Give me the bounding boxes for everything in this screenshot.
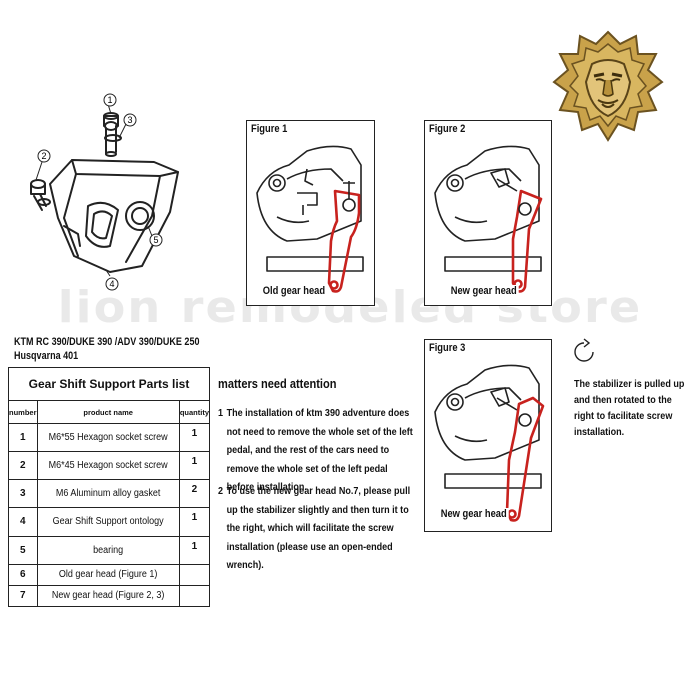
screw-2-drawing [30, 179, 51, 211]
parts-table-title-row: Gear Shift Support Parts list [8, 367, 210, 401]
row-number: 4 [8, 507, 38, 537]
parts-table-title: Gear Shift Support Parts list [8, 367, 210, 401]
row-quantity: 1 [178, 422, 211, 453]
figure-2-drawing [434, 145, 543, 293]
row-quantity: 2 [178, 479, 211, 509]
row-quantity: 1 [178, 507, 211, 537]
table-row: 6 Old gear head (Figure 1) [8, 563, 211, 586]
new-gear-head-lever-fig3 [505, 396, 545, 522]
figure-1-drawing [256, 145, 364, 293]
figure-2-title: Figure 2 [429, 123, 466, 135]
rotate-right-icon [574, 338, 594, 362]
row-product-name: New gear head (Figure 2, 3) [43, 584, 173, 608]
row-number: 3 [8, 479, 38, 509]
figure-3-caption: New gear head [439, 508, 509, 520]
figure-3-title: Figure 3 [429, 342, 466, 354]
row-quantity [178, 563, 211, 586]
row-product-name: Gear Shift Support ontology [43, 507, 173, 537]
figure-1-caption: Old gear head [261, 285, 327, 297]
lion-logo [552, 30, 664, 142]
lion-face [584, 59, 632, 118]
table-row: 1 M6*55 Hexagon socket screw 1 [8, 422, 211, 453]
row-number: 2 [8, 451, 38, 481]
row-product-name: M6 Aluminum alloy gasket [43, 479, 173, 509]
bearing-drawing [125, 201, 155, 231]
callout-3-label: 3 [127, 115, 132, 125]
row-product-name: M6*55 Hexagon socket screw [43, 422, 173, 453]
row-product-name: M6*45 Hexagon socket screw [43, 451, 173, 481]
row-quantity: 1 [178, 451, 211, 481]
callout-3: 3 [118, 113, 137, 139]
header-quantity: quantity [178, 400, 211, 424]
row-product-name: bearing [43, 535, 173, 565]
table-row: 4 Gear Shift Support ontology 1 [8, 507, 211, 537]
row-product-name: Old gear head (Figure 1) [43, 563, 173, 586]
model-line-1: KTM RC 390/DUKE 390 /ADV 390/DUKE 250 [14, 336, 200, 348]
figure-2-caption: New gear head [449, 285, 519, 297]
note-number: 2 [218, 485, 224, 497]
table-row: 7 New gear head (Figure 2, 3) [8, 584, 211, 608]
callout-2-label: 2 [41, 151, 46, 161]
row-quantity: 1 [178, 535, 211, 565]
table-row: 5 bearing 1 [8, 535, 211, 565]
row-quantity [178, 584, 211, 608]
note-text: The installation of ktm 390 adventure do… [226, 407, 413, 493]
callout-1-label: 1 [107, 95, 112, 105]
header-product-name: product name [36, 400, 180, 424]
figure-3-drawing [434, 364, 545, 522]
callout-5: 5 [147, 225, 163, 247]
support-body-drawing [49, 159, 179, 273]
row-number: 1 [8, 422, 38, 453]
stabilizer-note: The stabilizer is pulled up and then rot… [574, 378, 685, 438]
model-line-2: Husqvarna 401 [14, 350, 79, 362]
table-row: 2 M6*45 Hexagon socket screw 1 [8, 451, 211, 481]
callout-1: 1 [103, 93, 117, 115]
row-number: 6 [8, 563, 38, 586]
callout-5-label: 5 [153, 235, 158, 245]
screw-1-drawing [103, 112, 119, 157]
note-text: To use the new gear head No.7, please pu… [226, 485, 411, 571]
row-number: 5 [8, 535, 38, 565]
new-gear-head-lever-fig2 [511, 189, 543, 293]
callout-4: 4 [105, 269, 119, 291]
header-number: number [8, 400, 38, 424]
row-number: 7 [8, 584, 38, 608]
exploded-view-diagram: 1 3 2 5 4 [30, 93, 179, 291]
callout-2: 2 [35, 149, 51, 181]
note-number: 1 [218, 407, 224, 419]
parts-table-header-row: number product name quantity [8, 400, 211, 424]
figure-3-panel: Figure 3 New gear head [424, 339, 552, 532]
old-gear-head-lever [327, 189, 361, 293]
figure-2-panel: Figure 2 New gear head [424, 120, 552, 306]
notes-title: matters need attention [218, 376, 337, 391]
note-item-2: 2 To use the new gear head No.7, please … [218, 482, 418, 575]
gasket-drawing [104, 134, 122, 142]
figure-1-panel: Figure 1 Old gear head [246, 120, 375, 306]
table-row: 3 M6 Aluminum alloy gasket 2 [8, 479, 211, 509]
figure-1-title: Figure 1 [251, 123, 288, 135]
callout-4-label: 4 [109, 279, 114, 289]
note-item-1: 1 The installation of ktm 390 adventure … [218, 404, 418, 497]
parts-table: Gear Shift Support Parts list number pro… [8, 367, 211, 608]
